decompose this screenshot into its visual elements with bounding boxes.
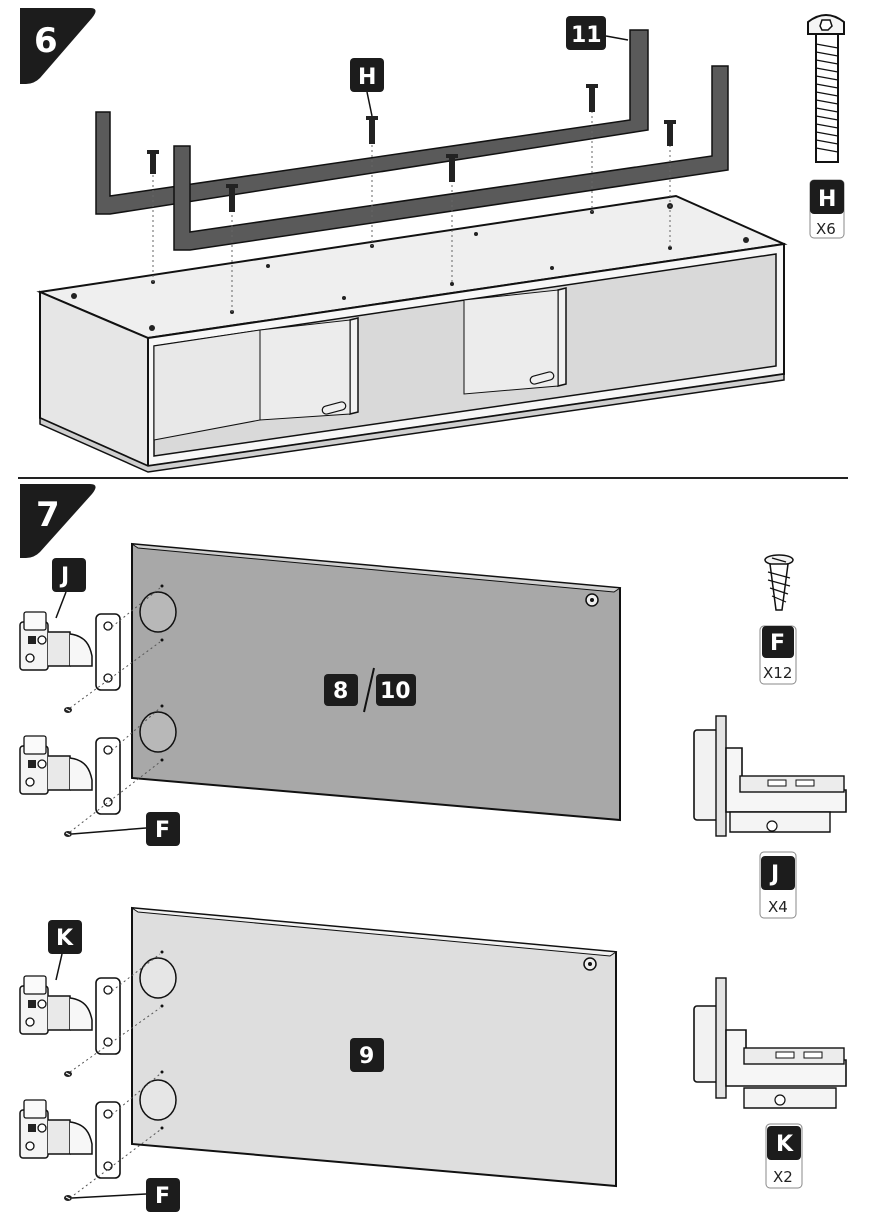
part-11-label: 11 bbox=[571, 23, 602, 48]
door-panel-8-10: 8 10 bbox=[131, 542, 622, 822]
legend-h-qty: X6 bbox=[816, 220, 836, 238]
hinge-k-callout: K bbox=[48, 920, 82, 981]
legend-hinge-k: K X2 bbox=[693, 977, 847, 1189]
step-7-badge: 7 bbox=[20, 484, 96, 558]
door-panel-9: 9 bbox=[131, 906, 618, 1188]
step-6-badge: 6 bbox=[20, 8, 96, 84]
hinge-icon bbox=[693, 715, 847, 837]
bolt-icon bbox=[807, 14, 845, 163]
metal-frame-front bbox=[173, 65, 729, 251]
step-7-number: 7 bbox=[36, 495, 60, 535]
tv-cabinet bbox=[36, 194, 788, 473]
legend-j-qty: X4 bbox=[768, 898, 788, 916]
screw-guides bbox=[152, 106, 671, 312]
hinge-guides bbox=[69, 587, 161, 1199]
metal-frame-back bbox=[95, 29, 649, 215]
door-label-8: 8 bbox=[333, 679, 348, 704]
legend-screw-h: H X6 bbox=[807, 14, 845, 239]
hinge-icon bbox=[693, 977, 847, 1109]
door-label-9: 9 bbox=[359, 1044, 374, 1069]
screw-f-label-top: F bbox=[155, 818, 170, 843]
door-label-10: 10 bbox=[380, 679, 411, 704]
screw-f-callout-bottom: F bbox=[71, 1178, 180, 1212]
hinge-k-label: K bbox=[56, 926, 74, 951]
hinge-j-label: J bbox=[59, 564, 69, 589]
legend-f-qty: X12 bbox=[763, 664, 792, 682]
legend-hinge-j: J X4 bbox=[693, 715, 847, 919]
legend-j-label: J bbox=[769, 862, 779, 887]
hinge-j-callout: J bbox=[52, 558, 86, 619]
wood-screw-icon bbox=[764, 554, 794, 611]
legend-screw-f: F X12 bbox=[759, 554, 797, 685]
hinge-icon bbox=[19, 611, 121, 1179]
screw-icon bbox=[147, 84, 676, 212]
legend-k-qty: X2 bbox=[773, 1168, 793, 1186]
screw-f-callout-top: F bbox=[71, 812, 180, 846]
screw-f-label-bottom: F bbox=[155, 1184, 170, 1209]
legend-h-label: H bbox=[818, 187, 836, 212]
part-h-callout: H bbox=[350, 58, 384, 117]
legend-f-label: F bbox=[770, 631, 785, 656]
part-h-label: H bbox=[358, 65, 376, 90]
part-11-callout: 11 bbox=[566, 16, 629, 50]
legend-k-label: K bbox=[776, 1132, 794, 1157]
step-6-number: 6 bbox=[34, 21, 58, 61]
